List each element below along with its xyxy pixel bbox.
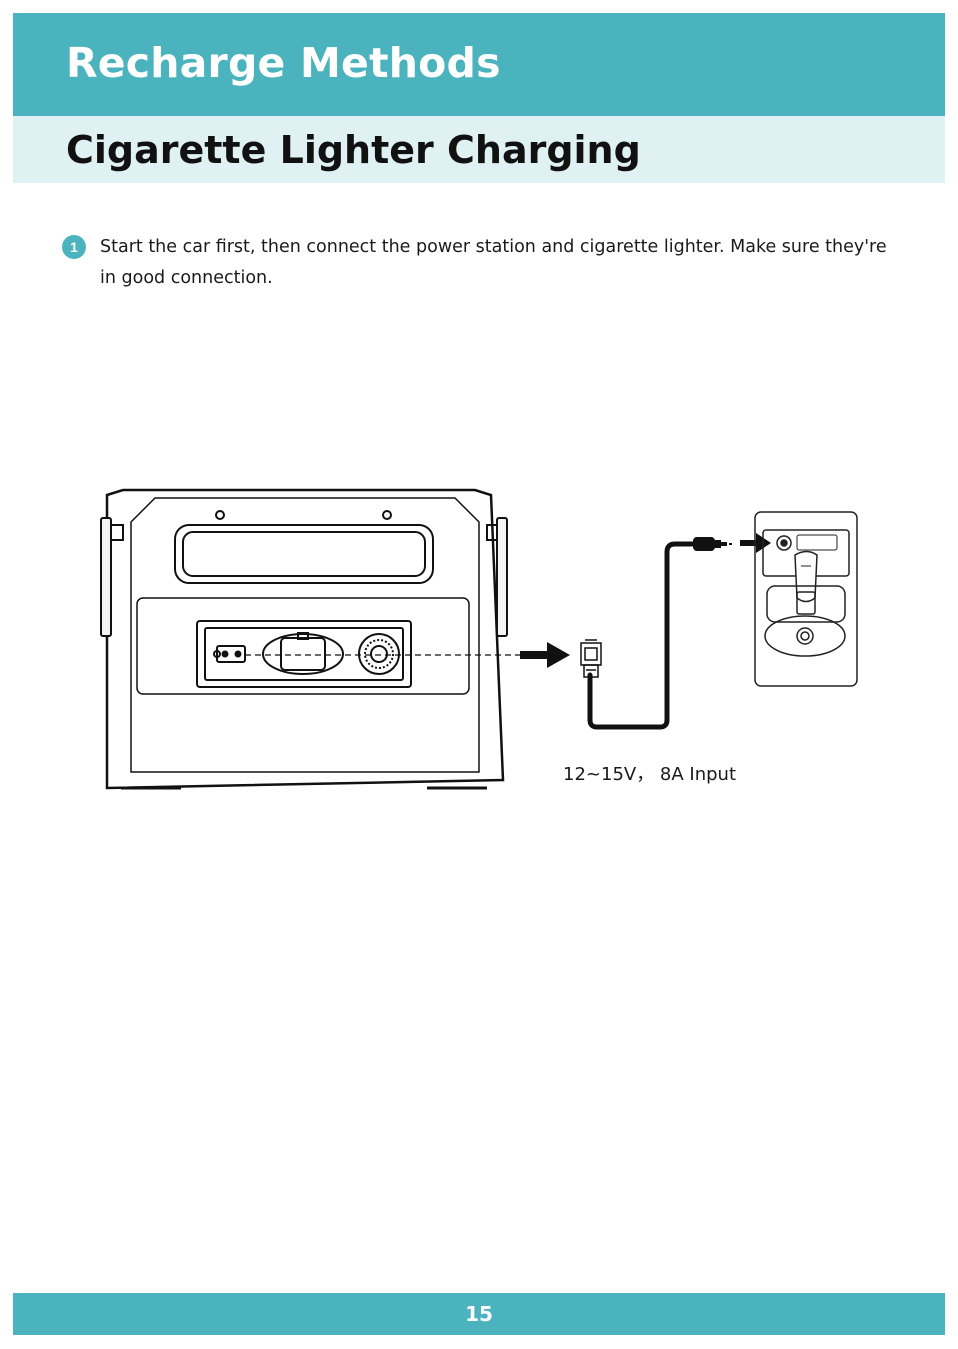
- cigarette-plug-icon: [693, 537, 732, 551]
- charging-diagram: [95, 480, 875, 800]
- power-station-illustration: [101, 490, 507, 788]
- car-charging-cable: [590, 544, 693, 727]
- car-console-illustration: [755, 512, 857, 686]
- page-footer: 15: [13, 1293, 945, 1335]
- input-spec-label: 12~15V， 8A Input: [563, 760, 736, 786]
- section-header: Recharge Methods: [13, 13, 945, 116]
- dc-plug-icon: [581, 640, 601, 677]
- page-title: Recharge Methods: [66, 39, 501, 87]
- arrow-right-icon: [520, 642, 570, 668]
- subsection-header: Cigarette Lighter Charging: [13, 116, 945, 183]
- step-text: Start the car first, then connect the po…: [100, 232, 890, 294]
- subsection-title: Cigarette Lighter Charging: [66, 128, 641, 172]
- step-number-badge: 1: [62, 235, 86, 259]
- page-number: 15: [465, 1302, 493, 1326]
